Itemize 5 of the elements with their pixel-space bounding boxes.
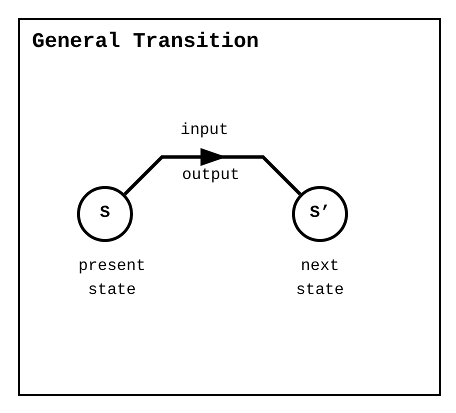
output-label: output <box>182 165 240 185</box>
edge-label: input <box>180 120 228 140</box>
state-caption: present state <box>77 256 147 301</box>
title: General Transition <box>32 32 259 53</box>
state-caption: next state <box>294 256 345 301</box>
